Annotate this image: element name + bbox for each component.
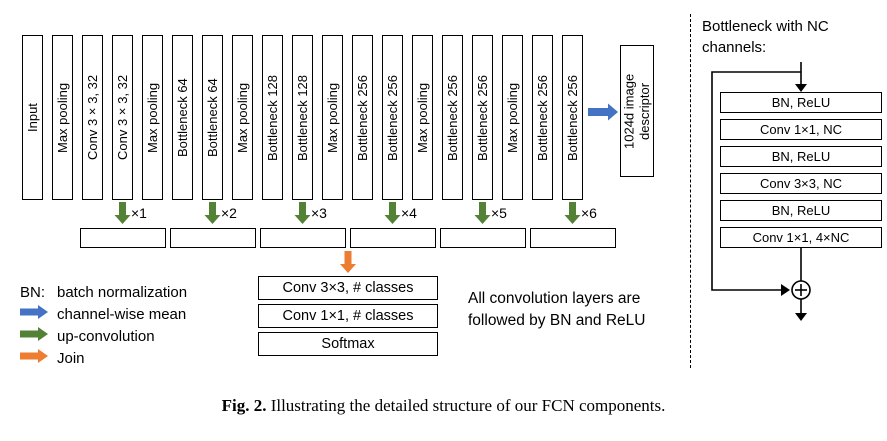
backbone-layer-box: Max pooling	[142, 35, 163, 200]
figure-caption: Fig. 2. Illustrating the detailed struct…	[0, 396, 887, 416]
up-convolution-arrow-icon	[294, 202, 311, 224]
bottleneck-layer-box: Conv 3×3, NC	[720, 173, 882, 194]
bottleneck-layer-box: Conv 1×1, 4×NC	[720, 227, 882, 248]
legend-row-bn: BN: batch normalization	[20, 283, 187, 301]
join-arrow-icon	[20, 349, 57, 367]
arrowhead-down-icon	[795, 84, 807, 92]
backbone-layer-box: Bottleneck 128	[292, 35, 313, 200]
backbone-layer-box: Bottleneck 128	[262, 35, 283, 200]
image-descriptor-box: 1024d image descriptor	[620, 45, 654, 177]
legend-row-up-convolution: up-convolution	[20, 327, 155, 345]
bottleneck-layer-box: BN, ReLU	[720, 92, 882, 113]
backbone-layer-box: Conv 3×3, 32	[112, 35, 133, 200]
legend-row-join: Join	[20, 349, 85, 367]
backbone-layer-box: Max pooling	[232, 35, 253, 200]
head-layer-box: Conv 1×1, # classes	[258, 304, 438, 328]
head-layer-box: Conv 3×3, # classes	[258, 276, 438, 300]
backbone-layer-box: Bottleneck 64	[172, 35, 193, 200]
dashed-separator-line	[690, 14, 691, 368]
up-convolution-arrow-icon	[20, 327, 57, 345]
upconv-label: ×4	[401, 205, 417, 221]
upconv-label: ×5	[491, 205, 507, 221]
backbone-layer-box: Bottleneck 256	[352, 35, 373, 200]
upconv-label: ×6	[581, 205, 597, 221]
merge-feature-box	[530, 228, 616, 248]
caption-text: Illustrating the detailed structure of o…	[270, 396, 666, 415]
backbone-layer-box: Bottleneck 256	[562, 35, 583, 200]
merge-feature-box	[440, 228, 526, 248]
up-convolution-arrow-icon	[564, 202, 581, 224]
caption-label: Fig. 2.	[221, 396, 267, 415]
head-layer-box: Softmax	[258, 332, 438, 356]
note-text: All convolution layers are followed by B…	[468, 290, 646, 330]
backbone-layer-box: Max pooling	[502, 35, 523, 200]
bottleneck-layer-box: Conv 1×1, NC	[720, 119, 882, 140]
merge-feature-box	[170, 228, 256, 248]
arrowhead-down-icon	[795, 313, 807, 321]
upconv-label: ×1	[131, 205, 147, 221]
legend-label: Join	[57, 349, 85, 367]
up-convolution-arrow-icon	[384, 202, 401, 224]
merge-feature-box	[80, 228, 166, 248]
upconv-label: ×2	[221, 205, 237, 221]
channel-wise-mean-arrow-icon	[20, 305, 57, 323]
backbone-layer-box: Bottleneck 256	[382, 35, 403, 200]
join-arrow-icon	[340, 251, 356, 273]
backbone-layer-box: Max pooling	[412, 35, 433, 200]
backbone-layer-box: Conv 3×3, 32	[82, 35, 103, 200]
up-convolution-arrow-icon	[204, 202, 221, 224]
backbone-layer-box: Bottleneck 256	[532, 35, 553, 200]
bottleneck-layer-box: BN, ReLU	[720, 146, 882, 167]
backbone-layer-box: Bottleneck 256	[442, 35, 463, 200]
backbone-layer-box: Input	[22, 35, 43, 200]
merge-feature-box	[350, 228, 436, 248]
legend-row-channel-wise-mean: channel-wise mean	[20, 305, 186, 323]
legend-bn-term: BN:	[20, 283, 46, 301]
up-convolution-arrow-icon	[474, 202, 491, 224]
backbone-layer-box: Max pooling	[322, 35, 343, 200]
legend-label: up-convolution	[57, 327, 155, 345]
backbone-layer-box: Bottleneck 64	[202, 35, 223, 200]
arrowhead-right-icon	[781, 284, 790, 296]
backbone-layer-box: Bottleneck 256	[472, 35, 493, 200]
backbone-layer-box: Max pooling	[52, 35, 73, 200]
up-convolution-arrow-icon	[114, 202, 131, 224]
merge-feature-box	[260, 228, 346, 248]
channel-wise-mean-arrow-icon	[588, 103, 618, 121]
sum-node-icon	[791, 280, 811, 300]
legend-bn-desc: batch normalization	[57, 283, 188, 301]
bottleneck-layer-box: BN, ReLU	[720, 200, 882, 221]
bottleneck-panel-title: Bottleneck with NC channels:	[702, 18, 829, 56]
upconv-label: ×3	[311, 205, 327, 221]
legend-label: channel-wise mean	[57, 305, 187, 323]
